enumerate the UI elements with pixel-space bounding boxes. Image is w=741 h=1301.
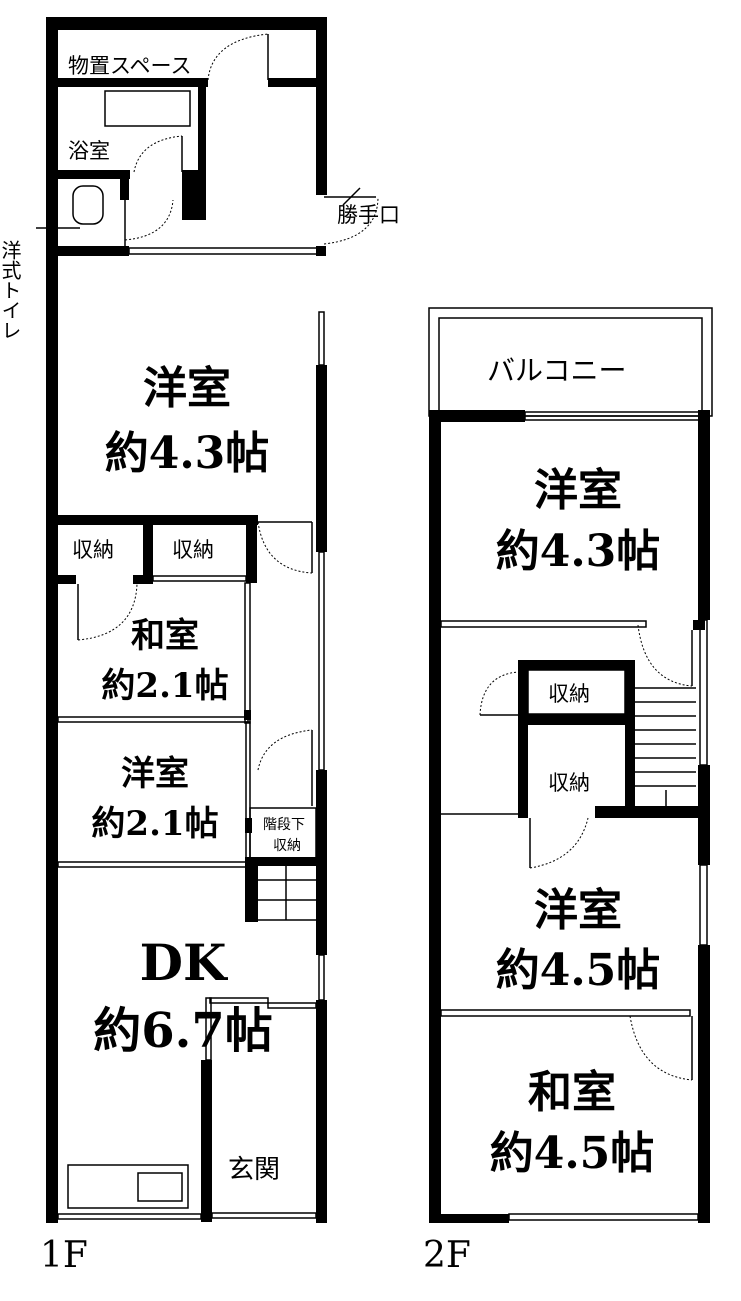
wall (182, 170, 206, 220)
bathtub (104, 90, 191, 127)
kitchen-counter (67, 1164, 189, 1209)
room-size-western-2: 約2.1帖 (91, 804, 218, 844)
room-label-bath: 浴室 (68, 139, 110, 163)
wall (316, 1000, 327, 1222)
window (318, 311, 325, 366)
wall (46, 246, 129, 256)
wall (316, 365, 327, 515)
room-name-western-2: 洋室 (121, 754, 189, 794)
wall (198, 86, 206, 220)
wall (316, 870, 327, 955)
room-label-storage-space: 物置スペース (68, 54, 191, 78)
floor-label-2f: 2F (423, 1235, 471, 1276)
under-stairs-label-1: 階段下 (263, 817, 305, 833)
room-name-dk: DK (140, 933, 228, 992)
room-name-western-1: 洋室 (143, 363, 231, 414)
closet-label: 収納 (548, 771, 590, 795)
wall (316, 17, 327, 195)
room-name-western-1: 洋室 (534, 465, 622, 516)
closet-label: 収納 (548, 682, 590, 706)
wall (246, 515, 257, 583)
label-balcony: バルコニー (487, 354, 626, 387)
wall (143, 522, 153, 582)
room-label-entrance: 玄関 (228, 1155, 280, 1185)
room-size-western-1: 約4.3帖 (496, 526, 661, 577)
room-label-toilet: 洋式トイレ (0, 240, 22, 340)
closet-label: 収納 (72, 538, 114, 562)
under-stairs-label-2: 収納 (273, 838, 301, 854)
toilet-icon (72, 185, 104, 225)
wall (46, 78, 208, 87)
room-name-western-2: 洋室 (534, 885, 622, 936)
floor-1-plan: 物置スペース 浴室 洋式トイレ 勝手口 洋室 約4.3帖 収納 収納 和室 約2… (0, 17, 400, 1276)
wall (120, 170, 129, 200)
wall (46, 515, 258, 525)
floor-2-plan: バルコニー 洋室 約4.3帖 収納 収納 洋室 約4.5帖 和室 約4.5帖 2… (423, 307, 713, 1276)
window (318, 954, 325, 1001)
wall (46, 170, 130, 179)
stairs-icon (245, 860, 316, 922)
wall (46, 17, 327, 30)
closet-label: 収納 (172, 538, 214, 562)
room-size-western-2: 約4.5帖 (496, 945, 661, 996)
window (318, 551, 325, 771)
label-back-door: 勝手口 (337, 203, 400, 227)
sink-icon (137, 1172, 183, 1202)
room-name-japanese: 和室 (528, 1067, 616, 1118)
room-size-japanese: 約2.1帖 (101, 666, 228, 706)
wall (268, 78, 327, 87)
sliding-door (128, 247, 318, 255)
room-size-japanese: 約4.5帖 (490, 1128, 655, 1179)
stairs-icon (635, 687, 696, 806)
room-name-japanese: 和室 (131, 616, 199, 656)
wall (316, 512, 327, 552)
wall (46, 17, 58, 1223)
room-size-western-1: 約4.3帖 (105, 428, 270, 479)
floor-label-1f: 1F (40, 1235, 88, 1276)
room-size-dk: 約6.7帖 (93, 1003, 273, 1059)
wall (316, 770, 327, 870)
svg-text:洋式トイレ: 洋式トイレ (0, 240, 22, 340)
